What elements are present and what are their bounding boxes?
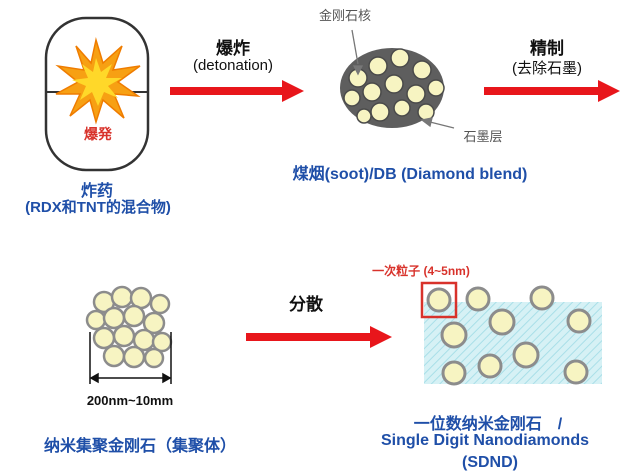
primary-particle-label: 一次粒子 (4~5nm) xyxy=(372,264,470,278)
soot-caption: 煤烟(soot)/DB (Diamond blend) xyxy=(292,166,528,183)
step-detonation-label: 爆炸 xyxy=(216,39,250,58)
leader-lines xyxy=(351,29,455,129)
size-dimension xyxy=(89,332,172,384)
graphite-layer-label: 石墨层 xyxy=(463,129,503,144)
step-refining-sublabel: (去除石墨) xyxy=(512,60,582,77)
step-refining-label: 精制 xyxy=(530,39,564,58)
arrow-dispersion xyxy=(246,326,392,348)
aggregate-size-label: 200nm~10mm xyxy=(86,393,174,408)
soot-cluster xyxy=(340,48,445,128)
blast-label: 爆発 xyxy=(84,126,112,142)
diamond-core-label: 金刚石核 xyxy=(318,8,371,23)
sdnd-caption-abbr: (SDND) xyxy=(462,454,518,471)
aggregate-cluster xyxy=(85,285,173,369)
sdnd-caption-cn: 一位数纳米金刚石 / xyxy=(413,416,563,433)
step-detonation-sublabel: (detonation) xyxy=(192,57,274,74)
primary-particle-highlight xyxy=(420,281,458,319)
aggregate-caption: 纳米集聚金刚石（集聚体） xyxy=(43,438,236,455)
step-dispersion-label: 分散 xyxy=(289,295,323,314)
arrow-detonation xyxy=(170,80,304,102)
explosive-name: 炸药 xyxy=(80,183,113,200)
blast-icon xyxy=(55,37,141,125)
explosive-detail: (RDX和TNT的混合物) xyxy=(25,199,171,216)
sdnd-caption-en: Single Digit Nanodiamonds xyxy=(380,432,589,449)
sdnd-particles xyxy=(426,285,592,386)
arrow-refining xyxy=(484,80,620,102)
